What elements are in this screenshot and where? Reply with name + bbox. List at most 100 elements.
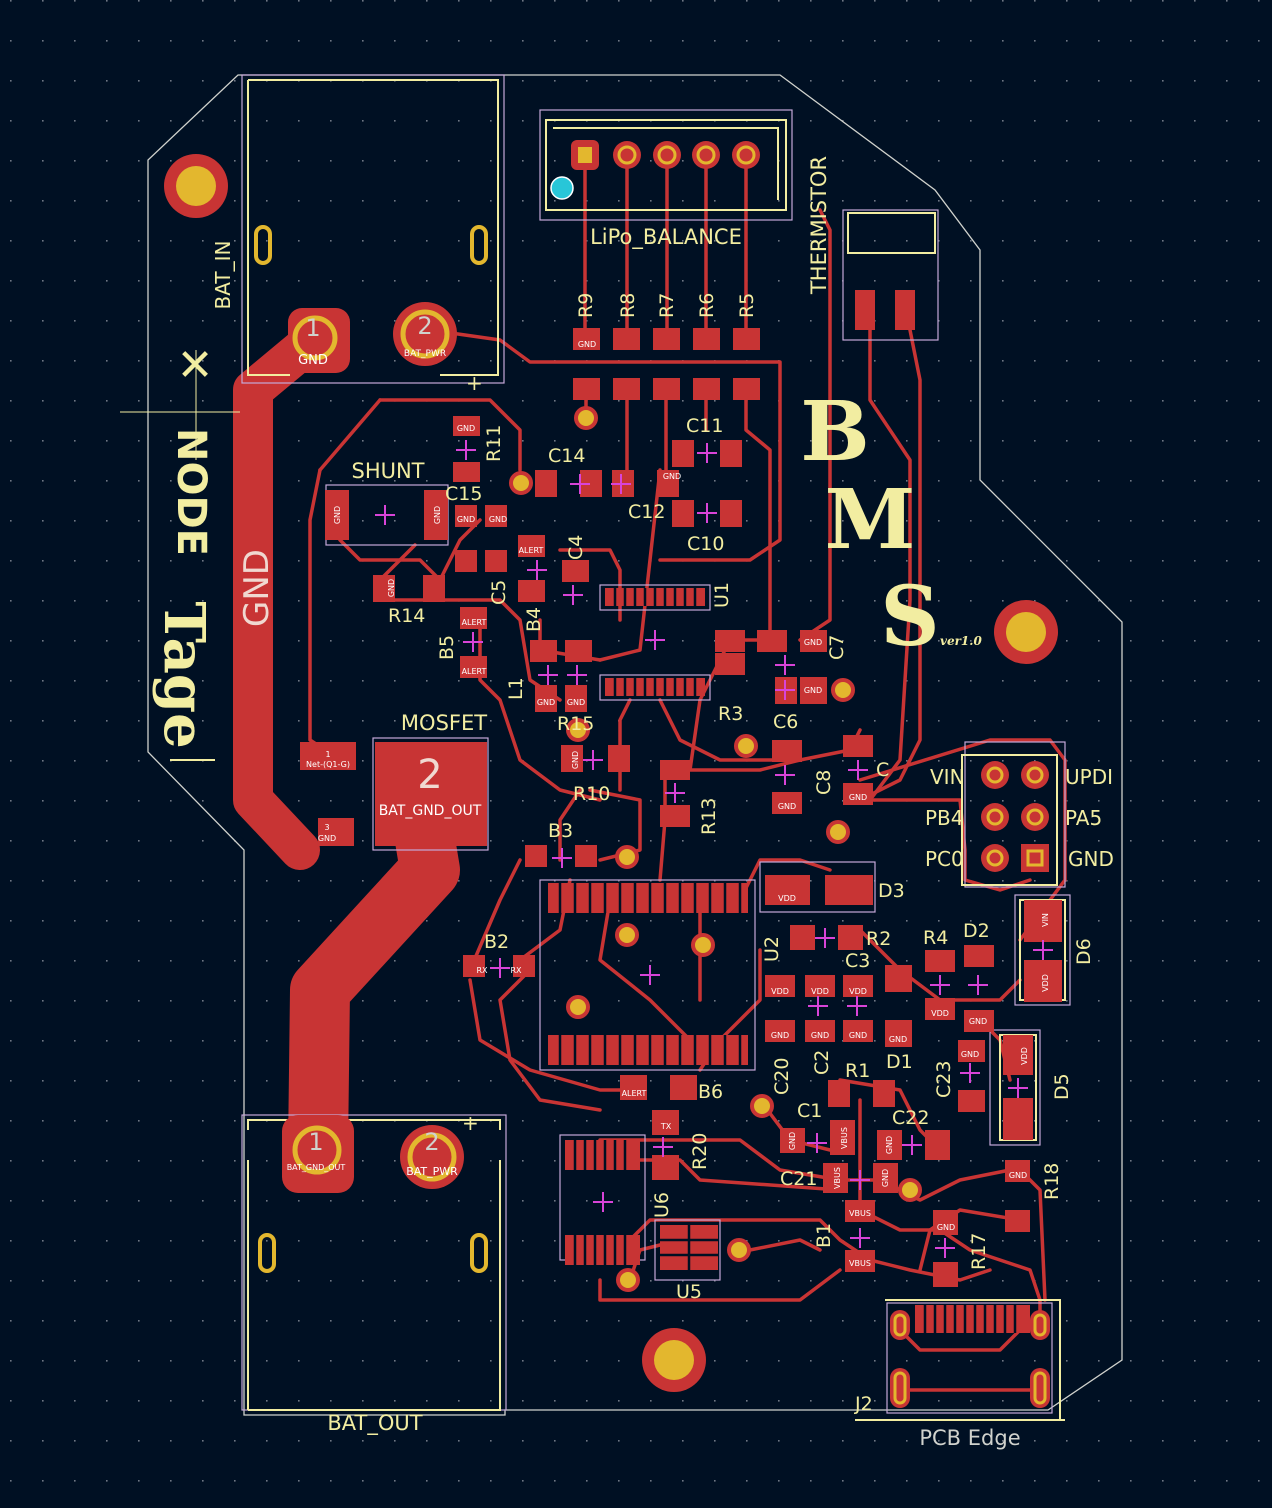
ref-c23: C23: [933, 1061, 955, 1098]
usb-shield-pads: [890, 1310, 1050, 1408]
header-labels: VIN UPDI PB4 PA5 PC0 GND: [925, 765, 1114, 871]
ref-c3: C3: [845, 950, 870, 972]
c9-gnd-net: GND: [849, 793, 867, 802]
bat-out-plus-mark: +: [462, 1111, 479, 1135]
r14-gnd-net: GND: [387, 579, 396, 597]
ref-r8: R8: [617, 293, 639, 318]
shunt-label: SHUNT: [351, 459, 424, 483]
ref-c12: C12: [628, 501, 665, 523]
lipo-balance-label: LiPo_BALANCE: [590, 225, 742, 250]
ref-d3: D3: [878, 880, 905, 902]
d6-vdd-net: VDD: [1041, 974, 1050, 992]
ref-r4: R4: [923, 927, 948, 949]
c8-gnd-net: GND: [778, 802, 796, 811]
mosfet-pad-net: BAT_GND_OUT: [379, 803, 482, 819]
pad-net-labels: 1 Net-(Q1-G) 3 GND GND GND GND GND ALERT…: [306, 340, 1050, 1268]
bat-in-pad-1-net: GND: [298, 353, 328, 368]
alert-net-2: ALERT: [462, 618, 487, 627]
bat-in-pad-2-number: 2: [417, 312, 432, 340]
logo-brand: NODE: [168, 428, 214, 556]
r11-gnd-net: GND: [457, 424, 475, 433]
ref-b3: B3: [548, 820, 573, 842]
c22-gnd-net: GND: [885, 1136, 894, 1154]
bat-out-pad-2-number: 2: [424, 1128, 439, 1156]
ref-d5: D5: [1051, 1073, 1073, 1100]
bat-in-connector: 1 GND 2 BAT_PWR +: [254, 225, 488, 395]
bat-out-pad-1-number: 1: [308, 1128, 323, 1156]
bat-out-connector: 1 BAT_GND_OUT 2 BAT_PWR +: [258, 1111, 488, 1273]
l1b-gnd-net: GND: [567, 698, 585, 707]
r18-gnd-net: GND: [1009, 1171, 1027, 1180]
ref-u5: U5: [676, 1281, 702, 1303]
bat-in-pad-1-number: 1: [305, 314, 320, 342]
shunt-gnd-net: GND: [333, 506, 342, 524]
ref-c14: C14: [548, 445, 585, 467]
title-letter-s: S: [880, 569, 939, 665]
ref-c6: C6: [773, 711, 798, 733]
ref-r7: R7: [656, 293, 678, 318]
ref-r2: R2: [866, 928, 891, 950]
c20-gnd-net: GND: [771, 1031, 789, 1040]
header-updi-label: UPDI: [1065, 765, 1113, 789]
ic-fine-pitch-pads: [548, 588, 1030, 1333]
bms-title: B M S ver1.0: [800, 384, 982, 665]
d1-gnd-net: GND: [889, 1035, 907, 1044]
ic-pin-gaps: [558, 588, 1017, 1333]
title-letter-b: B: [800, 384, 869, 480]
b2-rx-net-2: RX: [510, 966, 522, 975]
logo-mark-icon: ✕: [177, 340, 214, 391]
c12-gnd-net: GND: [663, 472, 681, 481]
c3-vdd-net: VDD: [849, 987, 867, 996]
c2-vdd-net: VDD: [811, 987, 829, 996]
gnd-plane-label: GND: [237, 549, 277, 627]
c15b-gnd-net: GND: [489, 515, 507, 524]
ref-c7: C7: [826, 635, 848, 660]
ref-r20: R20: [689, 1133, 711, 1170]
lipo-balance-pads: [550, 140, 760, 200]
mosfet-label: MOSFET: [401, 711, 487, 735]
c23-gnd-net: GND: [961, 1050, 979, 1059]
silkscreen-outlines: [120, 79, 1066, 1421]
component-center-markers: [375, 440, 1053, 1258]
ref-c10: C10: [687, 533, 724, 555]
node-tage-logo: ✕ NODE Tage: [151, 340, 217, 749]
c2-gnd-net: GND: [811, 1031, 829, 1040]
header-vin-label: VIN: [930, 765, 965, 789]
mosfet-drain-pad: [375, 742, 487, 846]
r4-vdd-net: VDD: [931, 1009, 949, 1018]
ref-r18: R18: [1041, 1163, 1063, 1200]
ref-c15: C15: [445, 483, 482, 505]
b1-vbus-net-1: VBUS: [849, 1209, 871, 1218]
header-pc0-label: PC0: [925, 847, 964, 871]
gnd-copper-pour: [233, 320, 333, 870]
bat-out-label: BAT_OUT: [327, 1411, 422, 1436]
ref-c8: C8: [813, 770, 835, 795]
c15-gnd-net: GND: [457, 515, 475, 524]
bat-in-plus-mark: +: [466, 371, 483, 395]
ref-c9: C: [876, 759, 889, 781]
header-pb4-label: PB4: [925, 806, 964, 830]
ref-r11: R11: [483, 425, 505, 462]
b1-vbus-net-2: VBUS: [849, 1259, 871, 1268]
updi-header-pads: [981, 761, 1049, 872]
ref-c11: C11: [686, 415, 723, 437]
ref-r14: R14: [388, 605, 425, 627]
q1-source-pad-number: 3: [324, 823, 329, 832]
ref-r1: R1: [845, 1060, 870, 1082]
logo-script: Tage: [151, 601, 217, 748]
c21-vbus-net: VBUS: [833, 1167, 842, 1189]
title-version: ver1.0: [940, 634, 982, 648]
ref-r15: R15: [557, 713, 594, 735]
mounting-holes: [164, 154, 1058, 1392]
q1-gate-pad-number: 1: [325, 750, 330, 759]
bat-out-pad-2-net: BAT_PWR: [406, 1165, 458, 1178]
mosfet-pad-number: 2: [417, 752, 442, 798]
silk-labels: BAT_IN BAT_OUT LiPo_BALANCE THERMISTOR S…: [211, 156, 1021, 1450]
ref-b6: B6: [698, 1081, 723, 1103]
vias: [509, 406, 922, 1292]
ref-l1: L1: [505, 677, 527, 700]
d5-vdd-net: VDD: [1020, 1047, 1029, 1065]
ref-c2: C2: [811, 1050, 833, 1075]
l1-gnd-net: GND: [537, 698, 555, 707]
alert-net-1: ALERT: [519, 546, 544, 555]
